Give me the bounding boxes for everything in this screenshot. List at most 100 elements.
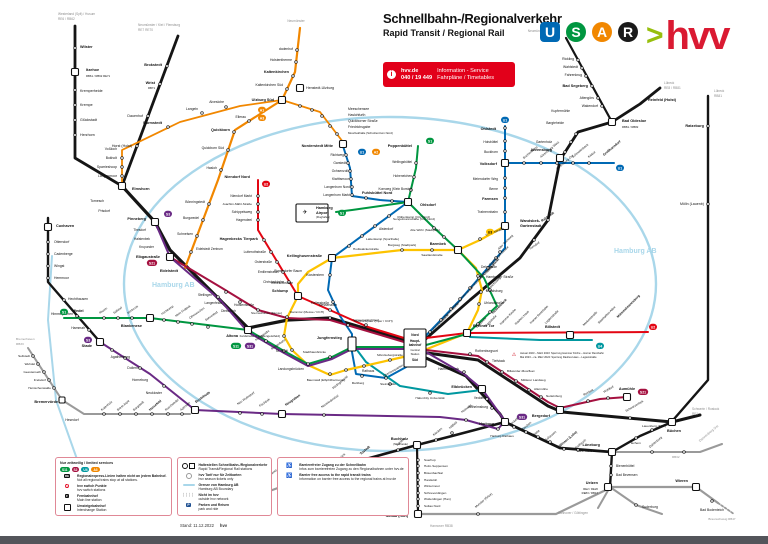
- station-dot: [201, 218, 205, 222]
- station-label: Trabrennbahn: [477, 210, 498, 214]
- station-label: Sprötze: [395, 437, 406, 447]
- station-label: Wahlstedt: [563, 65, 578, 69]
- station-label: Rickling: [562, 57, 574, 61]
- akn-logo-icon: A: [592, 22, 612, 42]
- hvv-website-link[interactable]: hvv.de: [401, 67, 419, 74]
- station-label: Heinschenwalde: [28, 386, 51, 390]
- station-dot: [130, 316, 134, 320]
- line-rb82-segeberg: [564, 36, 614, 124]
- station-label: Richtweg: [330, 153, 344, 157]
- station-label: Großhansdorf: [602, 139, 622, 157]
- station-dot: [349, 177, 353, 181]
- station-dot: [388, 382, 392, 386]
- station-label: Kiwittsmoor: [332, 177, 350, 181]
- station-label: Bargstedt: [132, 400, 145, 412]
- station-label: Reinfeld (Holst): [648, 98, 677, 102]
- station-dot: [596, 96, 600, 100]
- line-badge-label: S3: [86, 339, 90, 343]
- station-dot: [571, 161, 575, 165]
- station-dot: [298, 104, 302, 108]
- station-label: Bremervörde: [34, 400, 58, 404]
- interchange-station: [295, 83, 305, 93]
- bottom-bar: [0, 536, 768, 544]
- station-label: Wrist: [146, 81, 156, 85]
- station-dot: [442, 235, 446, 239]
- line-badge: [258, 114, 266, 121]
- station-label: Kornweg (Klein Borstel): [379, 187, 412, 191]
- station-label: Haupt-: [410, 339, 420, 343]
- line-badge-label: U1: [503, 119, 508, 123]
- station-dot: [416, 504, 420, 508]
- station-label: Hittfeld: [448, 420, 458, 429]
- station-label: Schwerin / Rostock: [692, 407, 720, 411]
- info-service-box[interactable]: i hvv.de 040 / 19 449 Information - Serv…: [383, 62, 515, 87]
- hvv-phone: 040 / 19 449: [401, 74, 433, 81]
- station-label: RB71: [148, 86, 155, 90]
- station-dot: [120, 165, 124, 169]
- station-label: Klosterstern: [306, 273, 324, 277]
- station-dot: [527, 388, 531, 392]
- station-label: Saarlandstraße: [421, 253, 442, 257]
- station-label: Sellstedt: [18, 354, 30, 358]
- station-label: Bokholt: [106, 156, 117, 160]
- station-label: Heimfeld: [460, 403, 473, 413]
- line-akn-a3: [121, 99, 283, 187]
- station-dot: [166, 125, 170, 129]
- station-dot: [247, 119, 251, 123]
- line-badge-label: S1: [340, 212, 344, 216]
- station-label: Bargteheide: [546, 121, 564, 125]
- station-dot: [162, 384, 166, 388]
- station-label: Gartenholz: [536, 140, 552, 144]
- station-label: Barmstedt: [143, 121, 163, 125]
- station-dot: [563, 150, 567, 154]
- station-label: Tonndorf: [528, 241, 540, 251]
- station-dot: [490, 406, 494, 410]
- station-dot: [42, 370, 46, 374]
- station-dot: [364, 323, 368, 327]
- station-label: (Nordheide): [393, 442, 408, 446]
- interchange-station: [190, 405, 200, 415]
- station-dot: [586, 399, 590, 403]
- station-label: Rothenburgsort: [475, 349, 498, 353]
- station-dot: [414, 161, 418, 165]
- station-label: Altengörs: [580, 96, 595, 100]
- station-dot: [256, 210, 260, 214]
- station-dot: [416, 458, 420, 462]
- line-badge-label: S31: [247, 345, 253, 349]
- station-dot: [158, 82, 162, 86]
- station-label: Central: [410, 348, 419, 352]
- station-label: Handeloh: [424, 478, 438, 482]
- interchange-station: [555, 405, 565, 415]
- interchange-station: [43, 222, 53, 232]
- legend-badge: U4: [81, 467, 90, 472]
- station-dot: [387, 214, 391, 218]
- station-label: Alsterdorf: [379, 227, 393, 231]
- station-label: Alte Wöhr (Stadtpark): [410, 228, 440, 232]
- station-dot: [587, 161, 591, 165]
- station-dot: [458, 297, 462, 301]
- station-label: Dehnhaide: [481, 265, 497, 269]
- legend-item-text: Barrierefreier Zugang zu der Schnellbahn…: [299, 463, 404, 471]
- stand-date: Stand: 11.12.2022: [180, 523, 214, 528]
- station-label: Hagendeel: [236, 218, 252, 222]
- line-badge-label: A2: [374, 151, 379, 155]
- station-label: Tiefstack: [492, 359, 505, 363]
- station-dot: [609, 473, 613, 477]
- line-akn-a2: [281, 99, 344, 143]
- legend-symbol-RE-icon: RE: [63, 474, 71, 478]
- station-dot: [350, 193, 354, 197]
- station-dot: [396, 448, 400, 452]
- interchange-station: [500, 221, 510, 231]
- station-label: Ulzburg Süd: [252, 98, 275, 102]
- station-label: Eidelstedt: [160, 269, 179, 273]
- line-dannenberg: [611, 443, 723, 453]
- station-label: Kupfermühle: [551, 109, 570, 113]
- station-label: Hagenbecks Tierpark: [220, 237, 259, 241]
- station-dot: [360, 374, 364, 378]
- station-label: Mölln (Lauenb): [680, 202, 704, 206]
- interchange-station: [347, 336, 357, 352]
- line-badge: [262, 180, 270, 187]
